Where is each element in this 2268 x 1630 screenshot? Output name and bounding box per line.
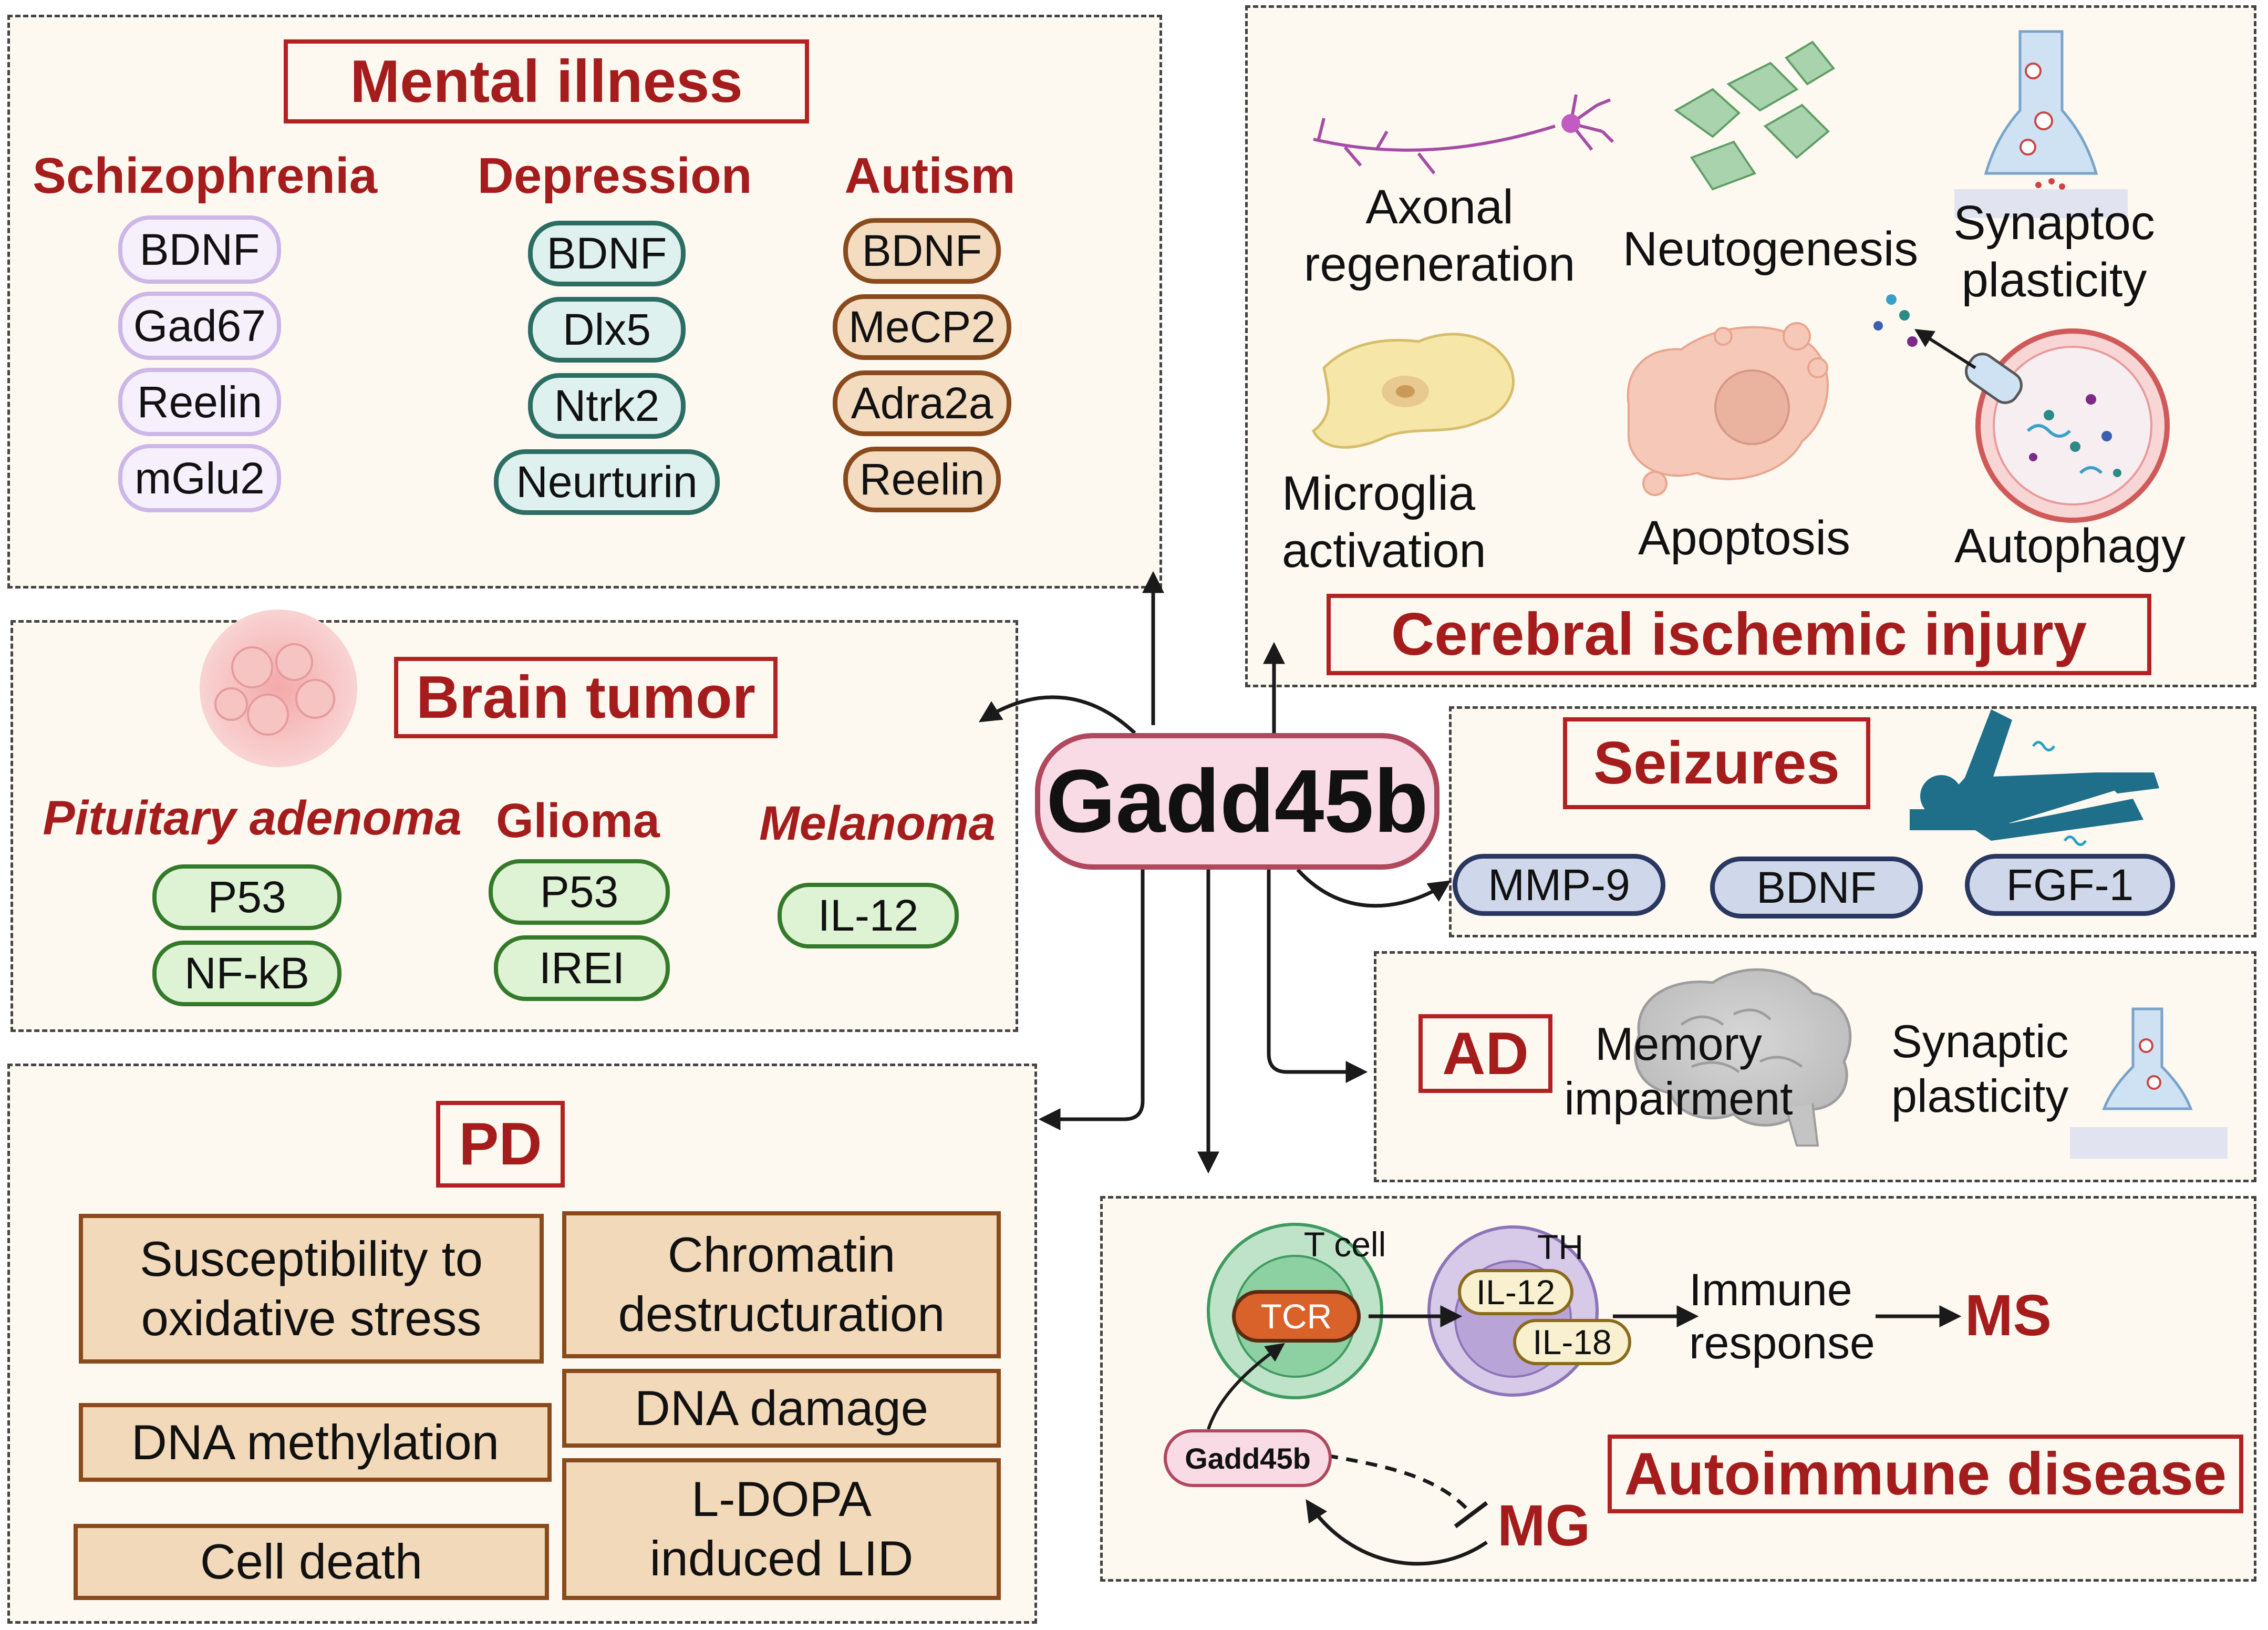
- inhibit-gadd-to-mg: [1326, 1453, 1473, 1515]
- depression-heading: Depression: [477, 148, 752, 204]
- autism-bdnf: BDNF: [843, 218, 1001, 284]
- arrow-mg-to-gadd: [1306, 1499, 1488, 1566]
- depression-neurturin: Neurturin: [494, 449, 720, 515]
- il18-badge: IL-18: [1513, 1319, 1631, 1365]
- pituitary-nfkb: NF-kB: [152, 941, 341, 1006]
- apoptosis-label: Apoptosis: [1638, 511, 1851, 565]
- seizure-person-illustration: [1910, 709, 2159, 841]
- pd-title: PD: [436, 1101, 565, 1188]
- tcell-label: T cell: [1303, 1225, 1386, 1264]
- seizures-fgf1: FGF-1: [1965, 854, 2175, 916]
- arrow-to-pd: [1038, 870, 1145, 1130]
- synaptic-plasticity-label: Synaptoc plasticity: [1953, 196, 2155, 307]
- glioma-heading: Glioma: [496, 794, 660, 848]
- seizures-title: Seizures: [1563, 717, 1870, 809]
- melanoma-heading: Melanoma: [759, 797, 996, 850]
- immune-response-label: Immune response: [1689, 1265, 1875, 1369]
- neurogenesis-illustration: [1674, 40, 1835, 191]
- seizures-mmp9: MMP-9: [1453, 854, 1665, 916]
- depression-bdnf: BDNF: [528, 221, 686, 286]
- ad-title: AD: [1418, 1014, 1552, 1093]
- autophagy-label: Autophagy: [1954, 519, 2186, 573]
- neurogenesis-label: Neutogenesis: [1622, 222, 1919, 276]
- depression-ntrk2: Ntrk2: [528, 373, 686, 439]
- schizophrenia-reelin: Reelin: [118, 368, 281, 436]
- autism-adra2a: Adra2a: [833, 370, 1011, 436]
- depression-dlx5: Dlx5: [528, 297, 686, 363]
- il12-badge: IL-12: [1458, 1269, 1573, 1315]
- ad-synaptic-plasticity-label: Synaptic plasticity: [1891, 1015, 2069, 1122]
- seizures-bdnf: BDNF: [1710, 857, 1923, 919]
- pd-dna-methylation: DNA methylation: [79, 1403, 552, 1482]
- arrow-to-tumor: [978, 695, 1136, 735]
- autism-heading: Autism: [844, 148, 1016, 204]
- mental-illness-title: Mental illness: [284, 39, 809, 123]
- gadd45b-center-node: Gadd45b: [1035, 733, 1439, 870]
- pituitary-p53: P53: [152, 864, 341, 930]
- schizophrenia-heading: Schizophrenia: [32, 148, 378, 204]
- glioma-p53: P53: [489, 859, 670, 925]
- microglia-activation-label: Microglia activation: [1282, 467, 1486, 577]
- gadd45b-small-node: Gadd45b: [1164, 1429, 1332, 1487]
- mg-label: MG: [1497, 1493, 1591, 1558]
- tumor-illustration: [200, 610, 357, 767]
- brain-tumor-title: Brain tumor: [394, 657, 778, 738]
- pd-cell-death: Cell death: [74, 1524, 549, 1600]
- arrow-gadd-to-tcr: [1207, 1343, 1285, 1430]
- ad-synapse-illustration: [2070, 1007, 2228, 1159]
- autism-mecp2: MeCP2: [833, 294, 1011, 360]
- pd-ldopa-lid: L-DOPA induced LID: [562, 1458, 1001, 1600]
- pd-chromatin-destructuration: Chromatin destructuration: [562, 1211, 1001, 1358]
- cerebral-ischemic-title: Cerebral ischemic injury: [1327, 594, 2151, 675]
- autoimmune-title: Autoimmune disease: [1608, 1435, 2243, 1513]
- arrow-to-seizures: [1296, 868, 1451, 908]
- schizophrenia-bdnf: BDNF: [118, 215, 281, 284]
- pituitary-adenoma-heading: Pituitary adenoma: [43, 791, 462, 845]
- pd-dna-damage: DNA damage: [562, 1369, 1001, 1448]
- axonal-regeneration-label: Axonal regeneration: [1303, 180, 1576, 291]
- pd-oxidative-stress: Susceptibility to oxidative stress: [79, 1214, 544, 1364]
- memory-impairment-label: Memory impairment: [1564, 1018, 1793, 1125]
- neuron-illustration: [1313, 94, 1614, 174]
- arrow-to-ad: [1267, 870, 1368, 1083]
- glioma-irei: IREI: [494, 935, 670, 1001]
- autism-reelin: Reelin: [843, 447, 1001, 512]
- melanoma-il12: IL-12: [778, 883, 959, 948]
- schizophrenia-gad67: Gad67: [118, 292, 281, 360]
- autophagy-illustration: [1873, 294, 2170, 523]
- tcr-badge: TCR: [1232, 1290, 1361, 1343]
- th-label: TH: [1537, 1227, 1583, 1266]
- synapse-illustration: [1954, 30, 2128, 218]
- brain-illustration: [1634, 968, 1852, 1147]
- neuron-soma: [1561, 114, 1580, 133]
- schizophrenia-mglu2: mGlu2: [118, 444, 281, 512]
- ms-label: MS: [1965, 1283, 2052, 1348]
